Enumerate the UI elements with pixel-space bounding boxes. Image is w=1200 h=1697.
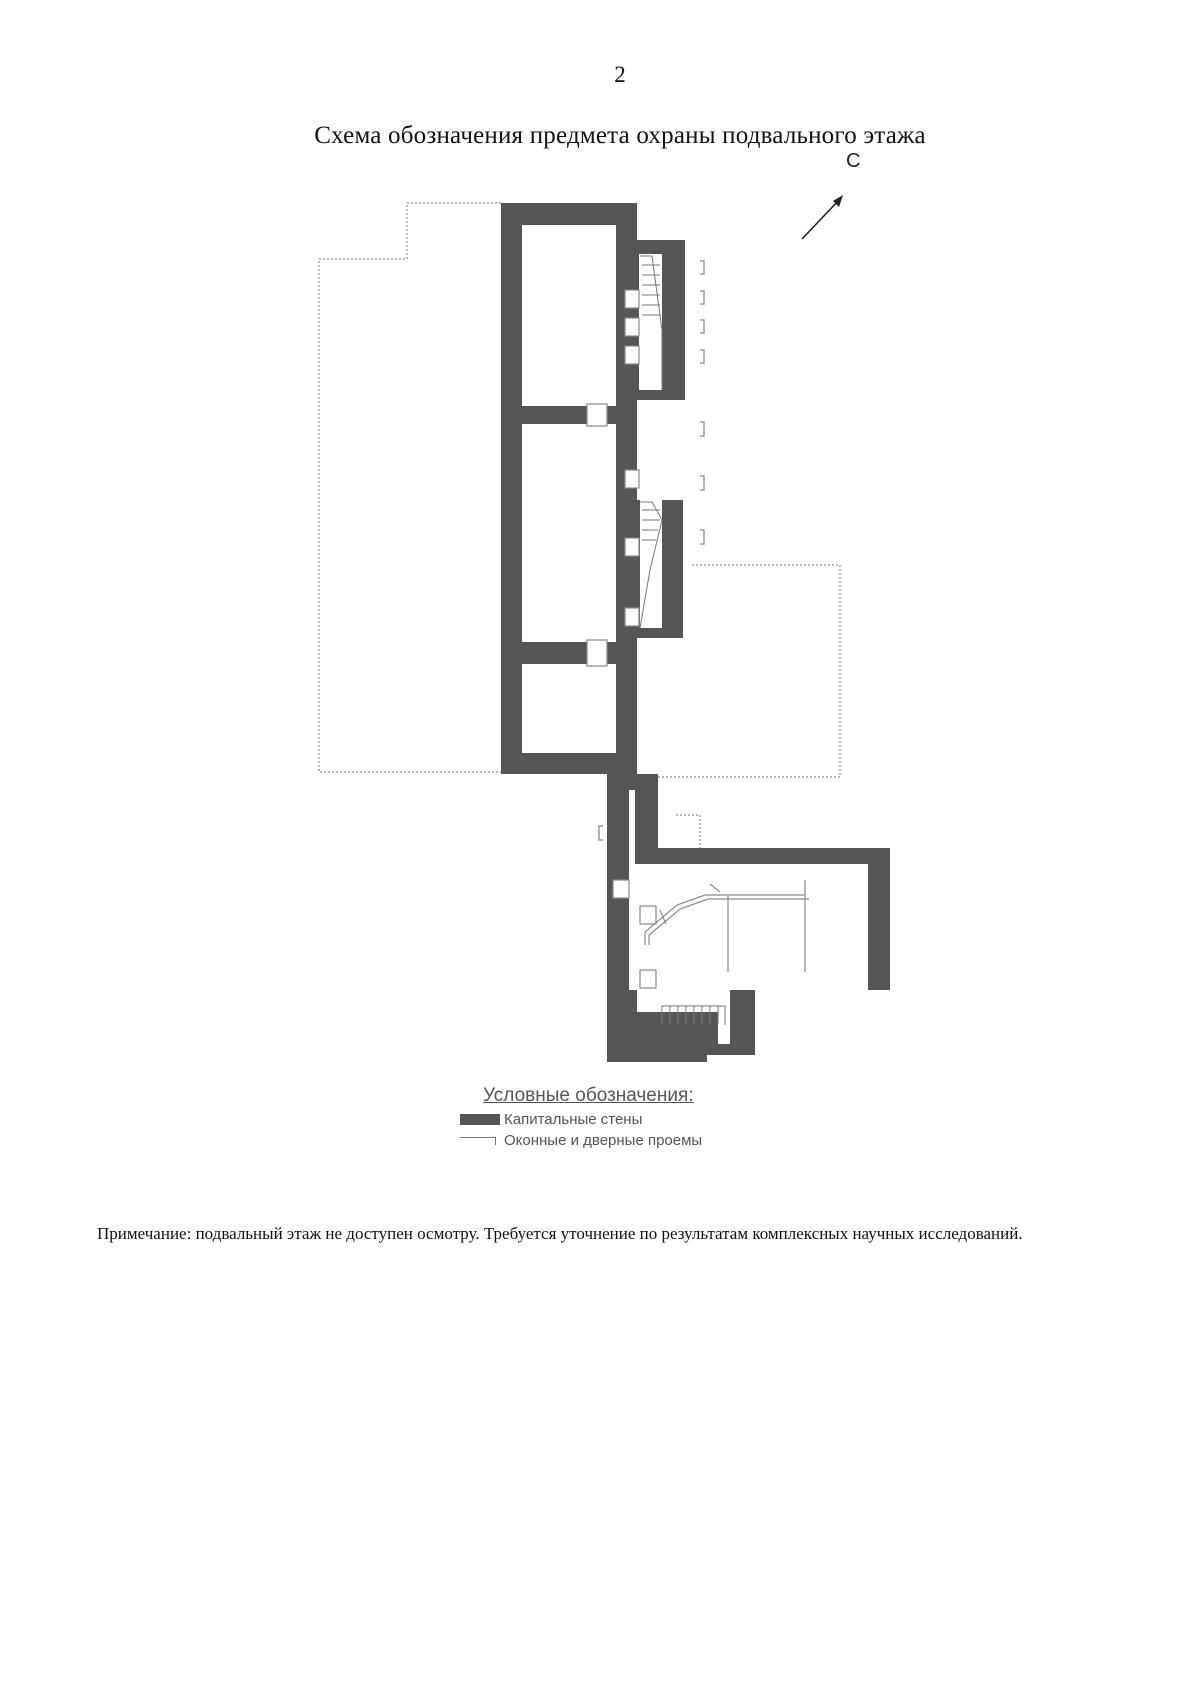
legend-item-label: Капитальные стены xyxy=(504,1111,643,1128)
stairs xyxy=(639,255,726,1025)
legend: Условные обозначения: Капитальные стены … xyxy=(460,1085,860,1149)
capital-walls xyxy=(501,203,890,1062)
note-text: Примечание: подвальный этаж не доступен … xyxy=(97,1224,1023,1243)
opening-swatch-icon xyxy=(460,1136,496,1145)
legend-item-walls: Капитальные стены xyxy=(460,1111,860,1128)
legend-item-openings: Оконные и дверные проемы xyxy=(460,1132,860,1149)
north-letter: С xyxy=(846,150,861,172)
legend-title: Условные обозначения: xyxy=(483,1085,694,1106)
openings xyxy=(586,289,657,989)
page-title: Схема обозначения предмета охраны подвал… xyxy=(314,122,926,149)
neighbour-outline xyxy=(318,202,841,852)
interior-partitions xyxy=(644,880,809,972)
basement-floor-plan xyxy=(318,202,890,1062)
page-number: 2 xyxy=(614,62,626,87)
wall-swatch-icon xyxy=(460,1114,500,1125)
north-arrow-icon xyxy=(801,195,843,240)
legend-item-label: Оконные и дверные проемы xyxy=(504,1132,703,1149)
window-marks xyxy=(598,260,705,841)
